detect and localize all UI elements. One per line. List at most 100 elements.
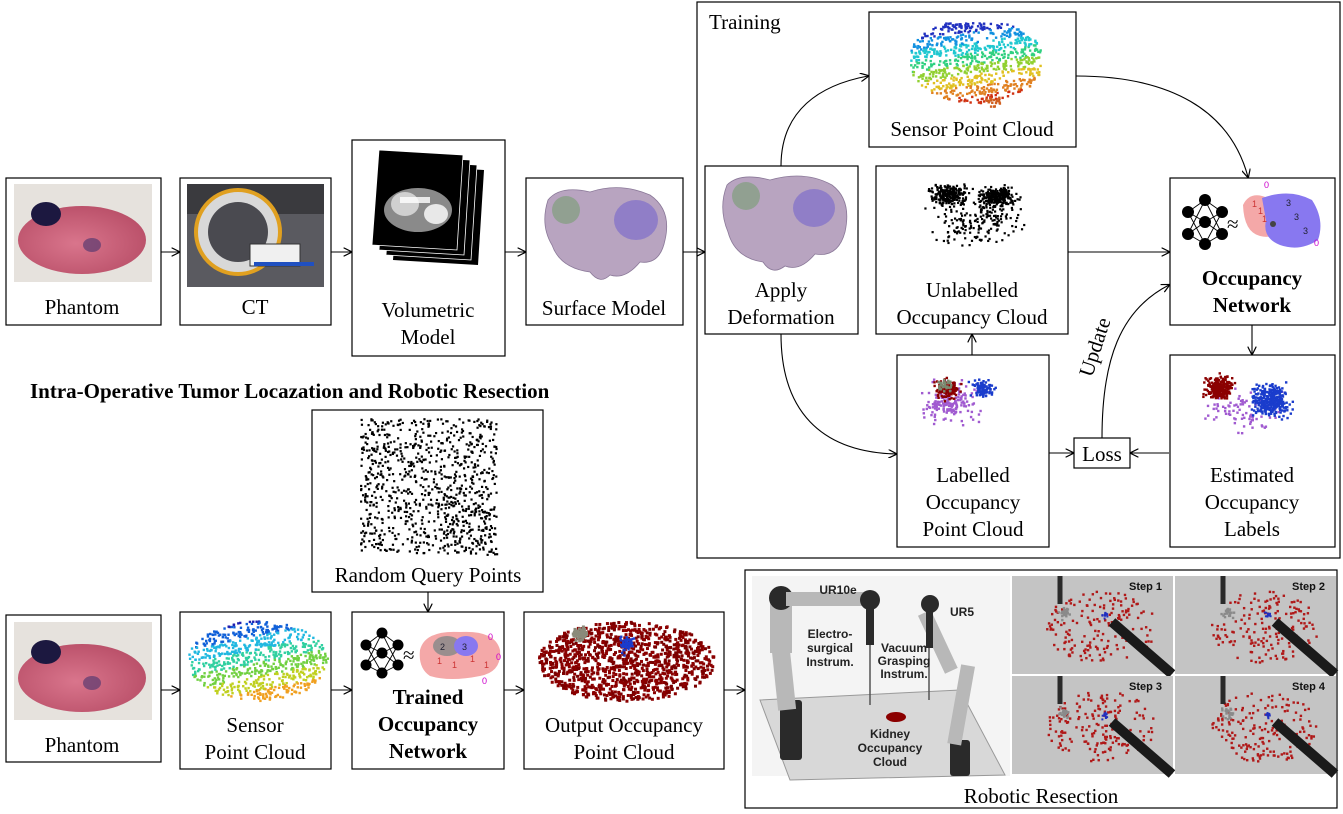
labelled-point-red xyxy=(953,381,956,385)
query-point xyxy=(361,436,364,439)
sensor-bottom-label-2: Point Cloud xyxy=(205,740,306,764)
sensor-bottom-point xyxy=(219,682,222,686)
output-point-red xyxy=(548,640,552,644)
query-point xyxy=(473,512,476,515)
sensor-bottom-point xyxy=(270,635,273,639)
sensor-train-point xyxy=(1021,78,1025,82)
sensor-bottom-point xyxy=(272,640,275,643)
labelled-point-noise xyxy=(979,409,982,413)
query-point xyxy=(476,464,480,467)
query-point xyxy=(410,514,414,517)
sensor-bottom-point xyxy=(226,662,230,665)
unlabelled-point xyxy=(951,196,954,200)
output-point-red xyxy=(684,631,688,635)
query-point xyxy=(483,511,486,514)
query-point xyxy=(415,533,419,536)
output-point-red xyxy=(648,631,652,635)
unlabelled-point xyxy=(989,227,993,230)
sensor-train-point xyxy=(953,25,957,29)
sensor-bottom-point xyxy=(266,670,269,673)
sensor-train-point xyxy=(916,38,920,42)
query-point xyxy=(437,502,440,505)
sensor-bottom-point xyxy=(218,654,221,657)
sensor-train-point xyxy=(934,26,937,30)
sensor-train-point xyxy=(945,91,948,95)
sensor-train-point xyxy=(975,88,979,92)
sensor-train-point xyxy=(943,71,947,74)
query-point xyxy=(475,473,479,476)
sensor-train-point xyxy=(977,101,981,104)
sensor-bottom-point xyxy=(218,672,222,676)
sensor-train-point xyxy=(1024,42,1027,46)
sensor-train-point xyxy=(1024,54,1028,58)
query-point xyxy=(386,442,390,445)
labelled-label-2: Occupancy xyxy=(926,490,1021,514)
unlabelled-point xyxy=(999,199,1002,202)
sensor-train-point xyxy=(967,31,970,34)
output-point-red xyxy=(659,652,663,656)
estimated-point-red xyxy=(1204,377,1207,380)
query-point xyxy=(474,511,477,514)
sensor-bottom-point xyxy=(267,659,270,662)
sensor-train-point xyxy=(1008,35,1011,39)
sensor-train-point xyxy=(966,57,969,61)
sensor-train-point xyxy=(994,93,997,97)
output-point-red xyxy=(594,694,598,698)
sensor-train-point xyxy=(1006,85,1010,88)
sensor-bottom-point xyxy=(212,659,215,662)
unlabelled-point xyxy=(997,224,1000,227)
query-point xyxy=(397,508,400,511)
output-point-red xyxy=(645,635,649,639)
sensor-bottom-point xyxy=(255,689,259,693)
sensor-train-point xyxy=(994,97,998,100)
sensor-bottom-point xyxy=(259,651,263,654)
sensor-train-point xyxy=(959,69,963,73)
sensor-bottom-point xyxy=(239,694,243,697)
unlabelled-point xyxy=(1009,201,1012,204)
output-point-red xyxy=(592,677,596,681)
query-point xyxy=(487,426,491,429)
sensor-train-point xyxy=(926,45,929,48)
sensor-train-point xyxy=(974,51,977,54)
unlabelled-point xyxy=(990,211,993,214)
labelled-point-blue xyxy=(988,387,991,390)
query-point xyxy=(442,498,445,501)
output-point-red xyxy=(698,648,702,652)
unlabelled-point xyxy=(950,202,953,205)
sensor-bottom-point xyxy=(296,655,299,658)
sensor-bottom-point xyxy=(210,671,213,674)
sensor-train-point xyxy=(1003,37,1006,40)
unlabelled-points xyxy=(924,183,1026,247)
sensor-bottom-point xyxy=(308,634,311,637)
surface-mesh xyxy=(544,187,668,280)
query-point xyxy=(415,456,418,459)
sensor-bottom-point xyxy=(256,641,259,645)
sensor-train-point xyxy=(941,74,945,78)
query-point xyxy=(365,476,368,479)
sensor-train-point xyxy=(1003,33,1006,37)
sensor-bottom-point xyxy=(248,672,251,675)
sensor-bottom-point xyxy=(216,689,219,693)
labelled-point-noise xyxy=(953,402,956,405)
estimated-point-red xyxy=(1227,380,1230,384)
sensor-train-point xyxy=(1013,48,1017,51)
sensor-train-point xyxy=(980,78,984,81)
output-point-red xyxy=(702,666,706,670)
labelled-point-noise xyxy=(950,405,954,408)
query-point xyxy=(383,533,386,536)
unlabelled-point xyxy=(1007,190,1010,193)
estimated-point-blue xyxy=(1274,410,1278,414)
unlabelled-point xyxy=(1012,230,1015,233)
output-point-red xyxy=(698,681,702,685)
sensor-bottom-point xyxy=(244,644,247,648)
query-point xyxy=(453,530,456,533)
query-point xyxy=(485,420,489,423)
query-point xyxy=(477,542,480,545)
query-point xyxy=(410,541,413,544)
unlabelled-point xyxy=(939,190,942,193)
sensor-bottom-point xyxy=(277,653,281,656)
output-point-red xyxy=(564,685,568,689)
query-point xyxy=(368,471,371,474)
estimated-point-noise xyxy=(1207,414,1210,417)
sensor-train-point xyxy=(996,26,1000,30)
